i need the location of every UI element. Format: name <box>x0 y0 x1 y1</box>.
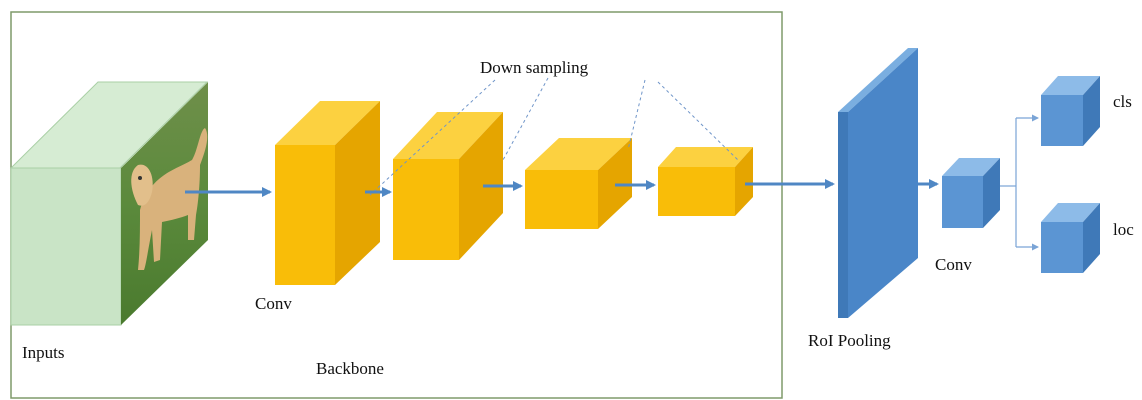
down-sampling-guides <box>369 77 739 196</box>
backbone-block-1 <box>275 101 380 285</box>
dog-photo-icon <box>121 82 208 325</box>
backbone-block-2 <box>393 112 503 260</box>
roi-pooling-label: RoI Pooling <box>808 331 891 350</box>
conv-backbone-label: Conv <box>255 294 292 313</box>
loc-cube <box>1041 203 1100 273</box>
backbone-label: Backbone <box>316 359 384 378</box>
backbone-block-4 <box>658 147 753 216</box>
down-sampling-label: Down sampling <box>480 58 589 77</box>
branch-connectors <box>1000 114 1039 251</box>
cls-cube <box>1041 76 1100 146</box>
inputs-label: Inputs <box>22 343 65 362</box>
head-conv-cube <box>942 158 1000 228</box>
input-cube <box>9 81 209 326</box>
backbone-block-3 <box>525 138 632 229</box>
cls-label: cls <box>1113 92 1132 111</box>
roi-pooling-slab <box>838 48 918 318</box>
conv-head-label: Conv <box>935 255 972 274</box>
loc-label: loc <box>1113 220 1134 239</box>
